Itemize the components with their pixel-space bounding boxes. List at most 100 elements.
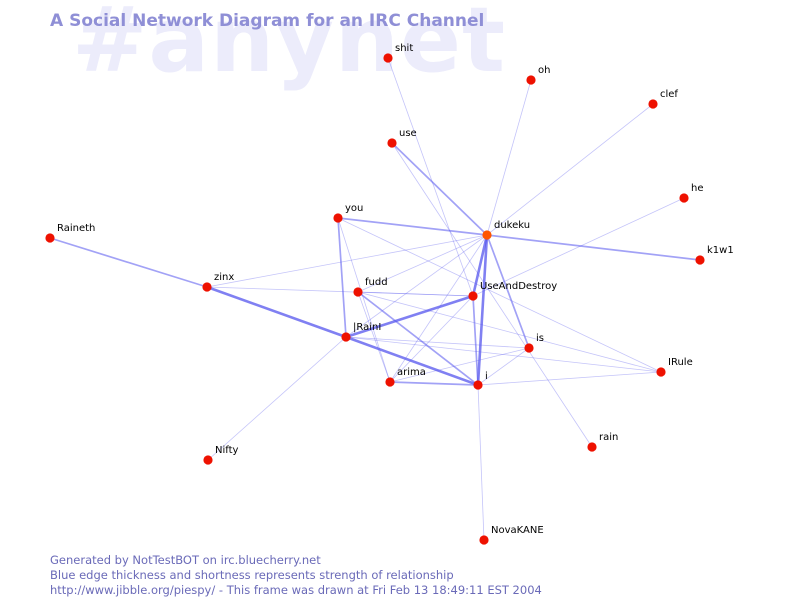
- node-label: arima: [397, 367, 426, 378]
- node-rain: rain: [587, 432, 618, 452]
- channel-watermark: #anynet: [72, 0, 507, 93]
- node-label: clef: [660, 89, 678, 100]
- node-label: use: [399, 128, 417, 139]
- node-label: |RainI: [353, 322, 381, 333]
- node-label: is: [536, 333, 544, 344]
- edge-UseAndDestroy-IRainI: [344, 294, 475, 339]
- nodes-layer: shit oh clef use he you dukeku Raineth k1w1 zinx f…: [45, 43, 734, 545]
- node-marker: [387, 138, 397, 148]
- node-arima: arima: [385, 367, 426, 387]
- node-clef: clef: [648, 89, 678, 109]
- node-marker: [695, 255, 705, 265]
- node-label: he: [691, 183, 704, 194]
- edge-clef-dukeku: [486, 103, 654, 236]
- edge-shit-UseAndDestroy: [387, 57, 474, 297]
- node-label: you: [345, 203, 363, 214]
- node-Nifty: Nifty: [203, 445, 239, 465]
- node-marker: [385, 377, 395, 387]
- edge-IRainI-i: [344, 335, 480, 387]
- footer-legend-note: Blue edge thickness and shortness repres…: [50, 568, 454, 582]
- node-zinx: zinx: [202, 272, 234, 292]
- node-label: NovaKANE: [491, 525, 544, 536]
- page-title: A Social Network Diagram for an IRC Chan…: [50, 11, 485, 31]
- edge-IRainI-IRule: [345, 336, 662, 373]
- node-label: k1w1: [707, 245, 734, 256]
- edge-fudd-UseAndDestroy: [357, 291, 474, 297]
- node-use: use: [387, 128, 417, 148]
- edge-oh-dukeku: [486, 79, 532, 236]
- node-marker: [333, 213, 343, 223]
- edge-IRainI-is: [345, 336, 530, 349]
- node-marker: [353, 287, 363, 297]
- node-label: UseAndDestroy: [480, 281, 557, 292]
- edge-UseAndDestroy-arima: [389, 295, 474, 383]
- node-shit: shit: [383, 43, 413, 63]
- edge-dukeku-fudd: [357, 234, 488, 293]
- node-oh: oh: [526, 65, 550, 85]
- node-label: fudd: [365, 277, 388, 288]
- edge-dukeku-i: [476, 233, 489, 387]
- edge-i-NovaKANE: [477, 384, 485, 541]
- footer-url-timestamp: http://www.jibble.org/piespy/ - This fra…: [50, 583, 542, 597]
- node-IRainI: |RainI: [341, 322, 381, 342]
- node-label: IRule: [668, 357, 693, 368]
- edge-use-dukeku: [391, 142, 488, 236]
- edge-dukeku-is: [486, 234, 530, 349]
- node-marker: [526, 75, 536, 85]
- node-marker: [482, 230, 492, 240]
- node-marker: [479, 535, 489, 545]
- node-marker: [383, 53, 393, 63]
- node-NovaKANE: NovaKANE: [479, 525, 544, 545]
- edge-you-arima: [337, 217, 391, 383]
- node-marker: [679, 193, 689, 203]
- edge-you-IRainI: [337, 217, 347, 338]
- footer-generated-by: Generated by NotTestBOT on irc.bluecherr…: [50, 553, 321, 567]
- node-dukeku: dukeku: [482, 220, 530, 240]
- node-label: rain: [599, 432, 618, 443]
- node-i: i: [473, 371, 488, 390]
- edge-dukeku-UseAndDestroy: [471, 233, 489, 298]
- edge-UseAndDestroy-i: [472, 295, 479, 386]
- edge-use-rain: [391, 142, 593, 448]
- node-marker: [648, 99, 658, 109]
- edge-dukeku-zinx: [206, 234, 488, 288]
- edge-fudd-i: [357, 291, 479, 386]
- node-label: oh: [538, 65, 550, 76]
- edge-is-i: [477, 347, 530, 386]
- node-marker: [587, 442, 597, 452]
- node-UseAndDestroy: UseAndDestroy: [468, 281, 557, 301]
- edge-he-UseAndDestroy: [472, 197, 685, 297]
- edge-zinx-UseAndDestroy: [206, 286, 474, 297]
- edge-is-arima: [389, 347, 530, 383]
- node-label: i: [485, 371, 488, 382]
- footer: Generated by NotTestBOT on irc.bluecherr…: [50, 553, 542, 598]
- edges-layer: [49, 57, 701, 541]
- node-label: Nifty: [215, 445, 239, 456]
- edge-you-IRule: [337, 217, 662, 373]
- node-Raineth: Raineth: [45, 223, 95, 243]
- edge-zinx-IRainI: [205, 285, 348, 339]
- node-marker: [203, 455, 213, 465]
- node-label: Raineth: [57, 223, 95, 234]
- edge-fudd-IRule: [357, 291, 662, 373]
- node-marker: [524, 343, 534, 353]
- edge-dukeku-k1w1: [486, 234, 701, 261]
- node-marker: [468, 291, 478, 301]
- edge-fudd-arima: [357, 291, 391, 383]
- edge-IRainI-Nifty: [207, 336, 347, 461]
- node-marker: [45, 233, 55, 243]
- node-fudd: fudd: [353, 277, 388, 297]
- node-is: is: [524, 333, 544, 353]
- node-k1w1: k1w1: [695, 245, 734, 265]
- node-he: he: [679, 183, 704, 203]
- node-label: shit: [395, 43, 413, 54]
- edge-dukeku-IRainI: [345, 234, 488, 338]
- edge-i-IRule: [477, 371, 662, 386]
- node-label: dukeku: [494, 220, 530, 231]
- node-marker: [202, 282, 212, 292]
- node-marker: [341, 332, 351, 342]
- edge-you-dukeku: [337, 217, 488, 236]
- edge-Raineth-zinx: [49, 237, 208, 288]
